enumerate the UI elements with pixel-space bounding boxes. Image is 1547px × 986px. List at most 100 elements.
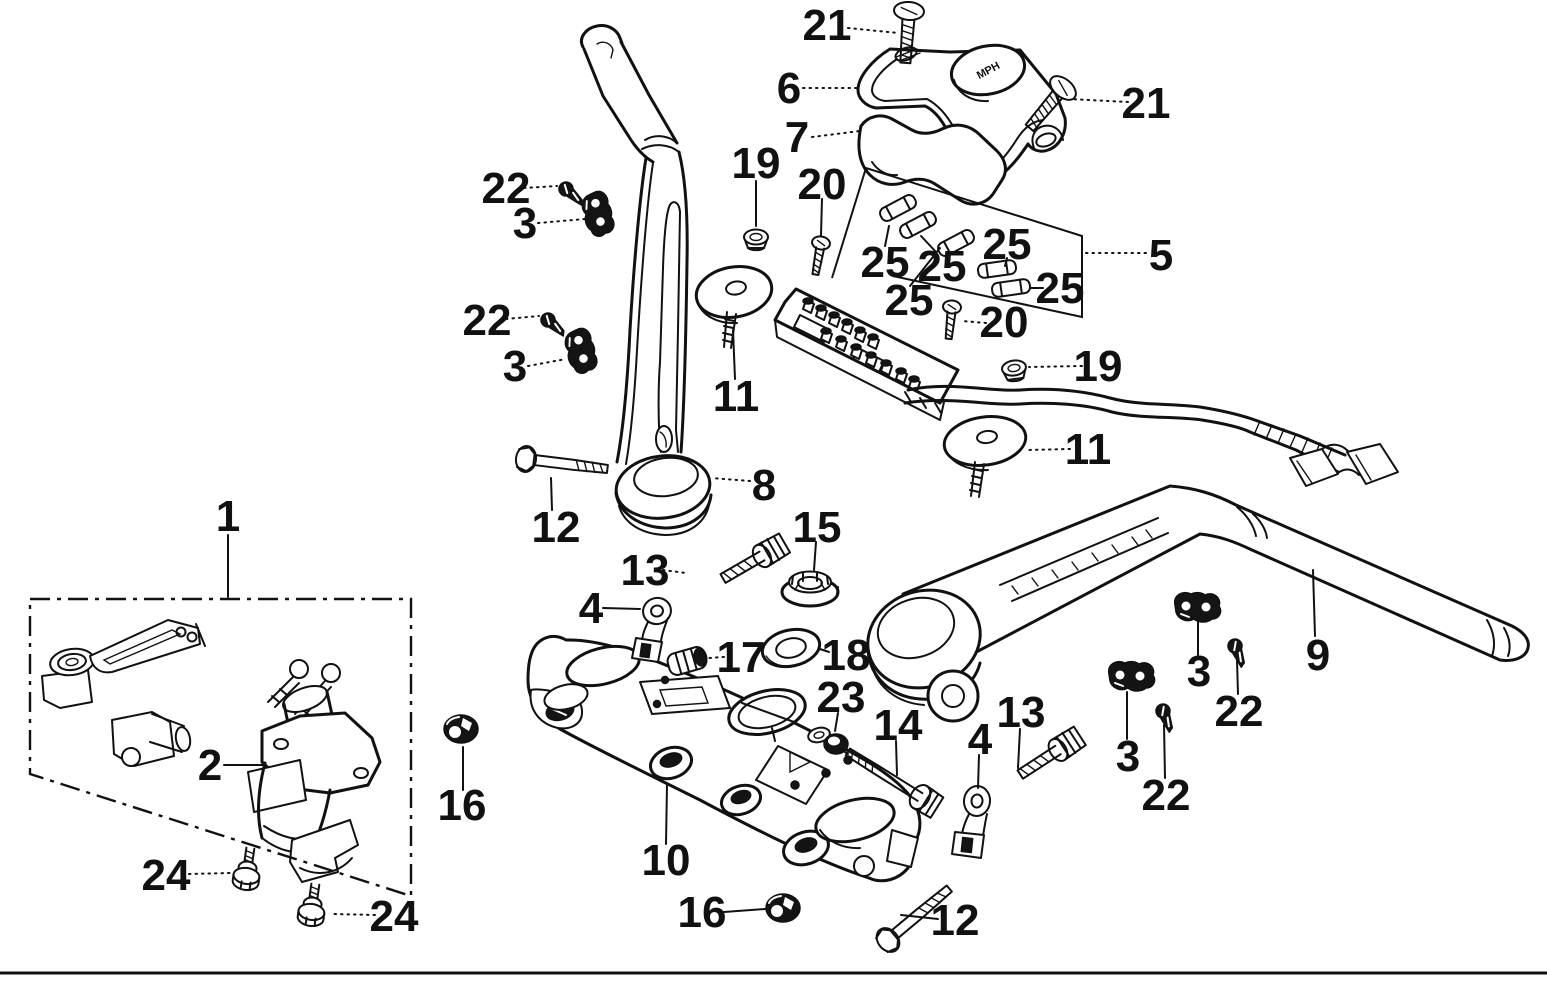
callout-number: 20 [798,160,847,209]
clamp-3-c [1173,591,1222,623]
callout-25: 25 [983,220,1032,269]
callout-leader [820,198,823,236]
callout-8: 8 [711,461,776,510]
callout-12: 12 [532,477,580,552]
callout-leader [505,315,540,320]
washer-screw-11-b [942,415,1028,498]
callout-10: 10 [642,783,690,885]
cap-19-b [1000,357,1029,384]
callout-3: 3 [503,342,567,391]
meter-gasket [857,114,1007,206]
callout-number: 6 [777,64,801,113]
callout-5: 5 [1084,231,1173,280]
callout-leader [1069,98,1129,103]
callout-number: 8 [752,461,776,510]
callout-3: 3 [1187,621,1211,696]
callout-number: 25 [983,220,1032,269]
wire-harness [903,384,1399,487]
bolt-24-b [295,881,330,929]
bolt-13-b [1016,725,1087,780]
callout-4: 4 [968,715,993,789]
bolt-12-b [875,884,953,954]
callout-leader [662,569,687,574]
callout-leader [900,914,939,920]
fuse-group-bracket [831,166,1083,319]
callout-3: 3 [1116,691,1140,781]
screw-22-c [1224,635,1254,669]
callout-leader [920,235,937,253]
callout-leader [1163,724,1166,779]
callout-number: 25 [861,238,910,287]
callout-leader [665,783,668,845]
callout-number: 1 [216,492,240,541]
callout-number: 21 [1122,79,1171,128]
callout-11: 11 [713,329,760,421]
fuse-panel-terminals [802,297,942,414]
callout-number: 23 [817,673,866,722]
callout-leader [550,477,553,511]
bolt-24-a [230,845,265,893]
callout-number: 2 [198,741,222,790]
callout-leader [537,218,586,224]
callout-22: 22 [463,296,540,345]
ignition-switch [247,659,382,883]
callout-number: 3 [513,199,537,248]
callout-leader [188,872,231,875]
callout-18: 18 [819,631,871,680]
callout-number: 16 [678,888,727,937]
callout-9: 9 [1306,569,1330,680]
screw-20-b [938,298,963,341]
screw-22-d [1152,700,1182,734]
callout-13: 13 [997,688,1046,769]
callout-number: 22 [463,296,512,345]
callout-leader [711,477,751,482]
cap-19-a [743,228,769,252]
callout-21: 21 [1069,79,1171,128]
callout-leader [847,27,899,34]
callout-2: 2 [198,741,264,790]
callout-1: 1 [216,492,240,598]
ignition-kit [41,619,382,883]
callout-leader [732,329,736,380]
callout-21: 21 [803,1,899,50]
holder-arm [41,619,206,709]
stay-4-b [951,785,992,859]
callout-22: 22 [482,164,558,213]
callout-number: 25 [1036,264,1085,313]
callout-leader [1312,569,1316,637]
callout-number: 18 [822,631,871,680]
washer-18 [760,627,822,669]
callout-leader [602,607,641,610]
callout-number: 11 [713,372,760,421]
callout-leader [523,185,558,189]
washer-screw-11-a [694,265,774,349]
callout-16: 16 [678,888,766,937]
callout-leader [1236,659,1239,695]
fuse-panel [773,287,960,421]
callout-number: 20 [980,298,1029,347]
callout-24: 24 [142,851,231,900]
nut-23 [823,733,849,755]
stay-4-a [631,596,672,663]
callout-number: 22 [482,164,531,213]
callout-number: 16 [438,781,487,830]
callout-leader [723,908,766,913]
callout-number: 22 [1215,687,1264,736]
callout-number: 7 [785,113,809,162]
callout-leader [1017,728,1021,769]
callout-leader [813,541,817,571]
left-handlebar [580,24,713,536]
callout-number: 13 [621,546,670,595]
callout-leader [977,754,980,789]
callout-number: 21 [803,1,852,50]
callout-20: 20 [961,298,1029,347]
boss-17 [666,646,708,676]
screw-22-b [537,309,571,338]
callout-number: 13 [997,688,1046,737]
callout-number: 19 [732,139,781,188]
callout-25: 25 [1030,264,1085,313]
callout-number: 24 [142,851,191,900]
callout-leader [884,225,890,247]
